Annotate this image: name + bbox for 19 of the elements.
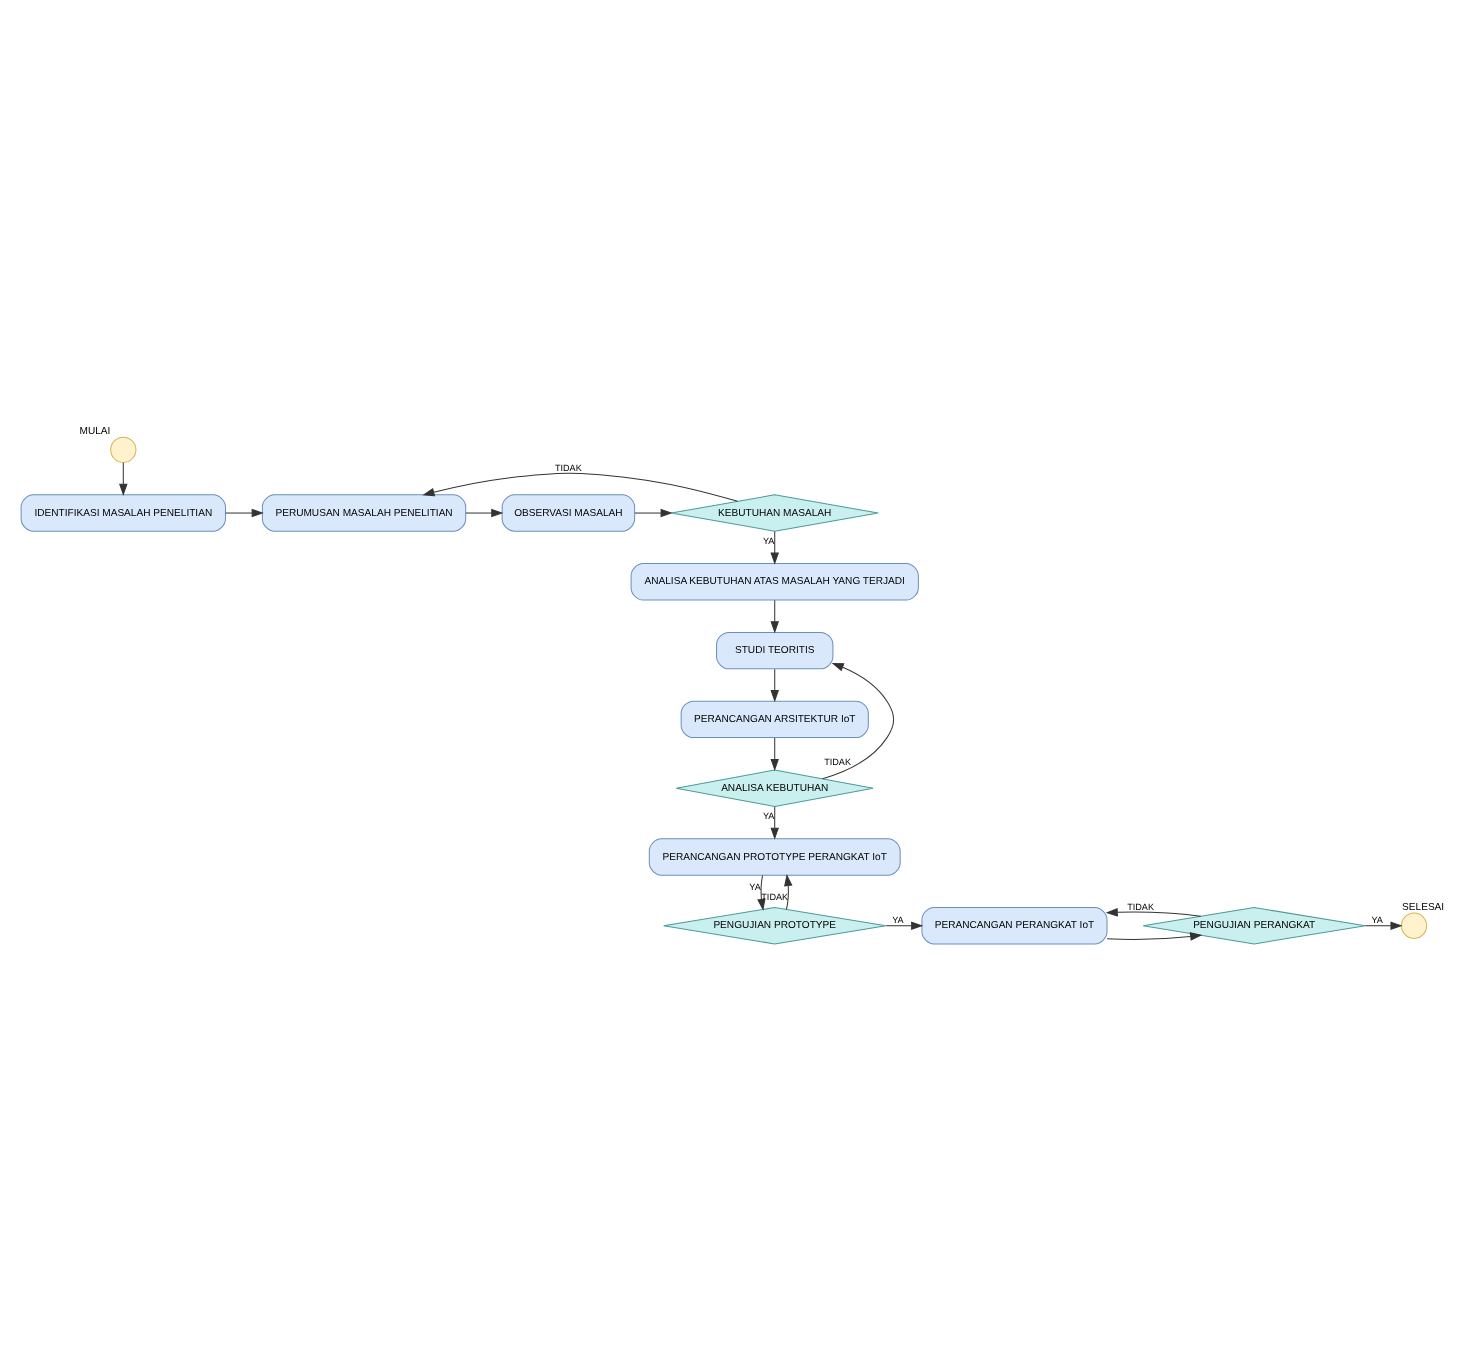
- arrow: [770, 736, 779, 771]
- node-circle: [110, 435, 137, 462]
- arrow: [634, 507, 673, 517]
- arrow: [1106, 931, 1203, 940]
- arrow: [1105, 907, 1202, 916]
- arrow: [757, 874, 766, 910]
- arrow: [770, 667, 779, 702]
- arrow: [885, 920, 924, 929]
- arrow: [422, 471, 739, 501]
- arrow: [465, 507, 504, 517]
- arrow: [225, 507, 264, 517]
- arrow: [770, 598, 779, 633]
- node-circle: [1400, 911, 1428, 938]
- arrow: [1364, 920, 1403, 929]
- arrow: [770, 530, 779, 564]
- arrow: [770, 805, 779, 839]
- arrow: [784, 873, 793, 909]
- arrow: [822, 661, 895, 779]
- arrow: [119, 461, 128, 495]
